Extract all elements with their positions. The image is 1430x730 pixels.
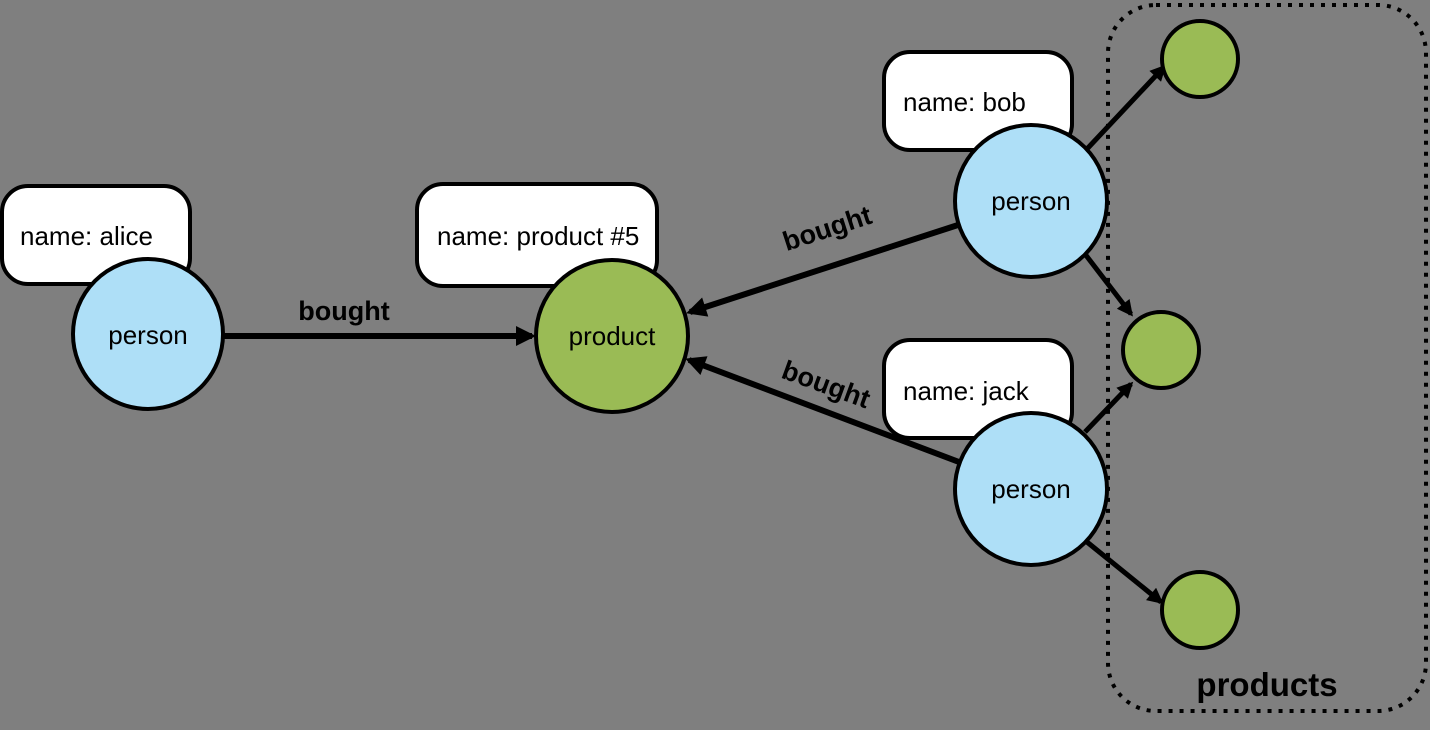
node-bob <box>953 123 1109 279</box>
node-product-small-1 <box>1160 19 1240 99</box>
node-label-product: product <box>569 321 656 351</box>
node-product <box>534 258 690 414</box>
edge-bob-product-middle <box>1083 252 1133 317</box>
edge-jack-bought-product <box>685 356 961 465</box>
property-text-alice: name: alice <box>20 221 153 251</box>
property-text-jack: name: jack <box>903 376 1030 406</box>
node-label-alice: person <box>108 320 188 350</box>
node-product-small-2 <box>1121 310 1201 390</box>
node-label-bob: person <box>991 186 1071 216</box>
node-label-jack: person <box>991 474 1071 504</box>
edge-bob-product-top <box>1084 64 1167 152</box>
edge-jack-product-bottom <box>1085 540 1164 605</box>
edge-label-alice-bought: bought <box>298 296 389 326</box>
property-text-bob: name: bob <box>903 87 1026 117</box>
node-jack <box>953 411 1109 567</box>
products-group-border <box>1106 3 1428 713</box>
products-group-label: products <box>1196 666 1337 703</box>
edge-bob-bought-product <box>686 222 959 317</box>
edge-jack-product-middle <box>1083 381 1134 434</box>
node-alice <box>71 257 225 411</box>
node-product-small-3 <box>1160 570 1240 650</box>
property-text-product: name: product #5 <box>437 221 639 251</box>
